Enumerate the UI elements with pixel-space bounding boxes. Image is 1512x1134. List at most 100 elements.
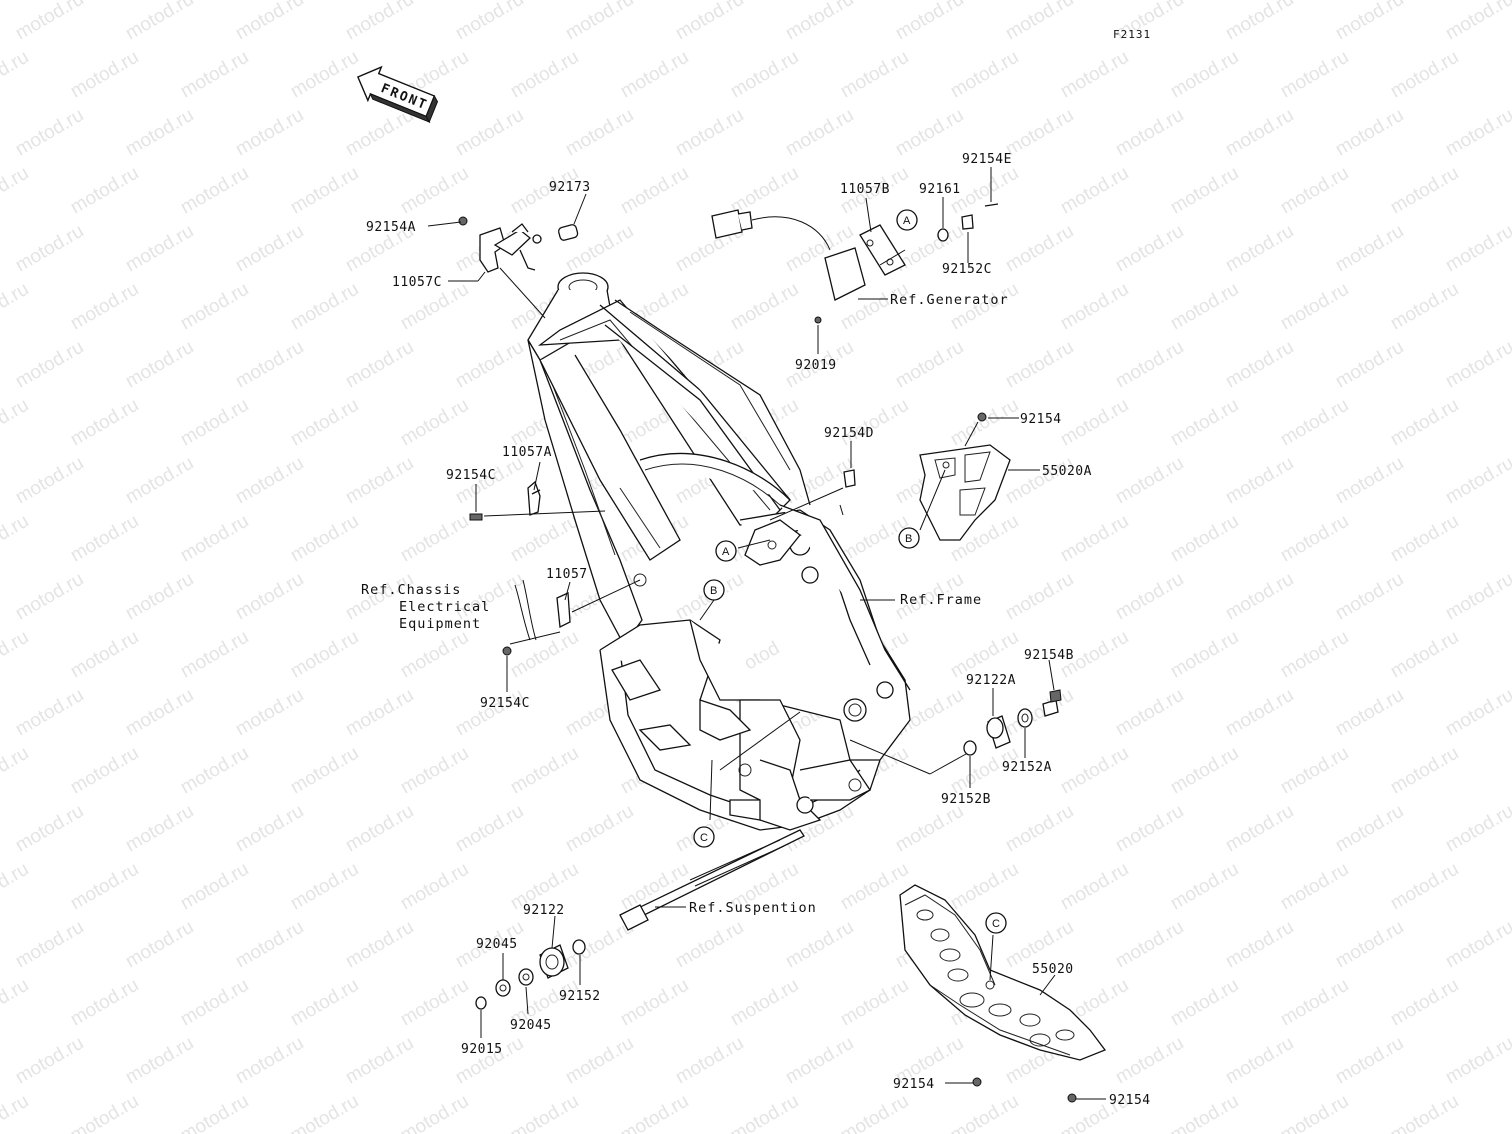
watermark-text: motod.ru [342, 0, 417, 44]
watermark-text: motod.ru [177, 627, 252, 683]
watermark-text: motod.ru [122, 105, 197, 161]
reference-marker-c2: C [985, 912, 1007, 934]
watermark-text: motod.ru [1167, 975, 1242, 1031]
watermark-text: motod.ru [1057, 395, 1132, 451]
watermark-text: motod.ru [12, 1033, 87, 1089]
ref-frame: Ref.Frame [900, 592, 982, 608]
watermark-text: motod.ru [232, 105, 307, 161]
watermark-text: motod.ru [1167, 47, 1242, 103]
callout-92152a: 92152A [1002, 760, 1052, 775]
watermark-text: motod.ru [67, 743, 142, 799]
svg-text:B: B [710, 585, 717, 597]
watermark-text: motod.ru [12, 685, 87, 741]
watermark-text: motod.ru [67, 395, 142, 451]
watermark-text: motod.ru [1222, 105, 1297, 161]
watermark-text: motod.ru [1277, 743, 1352, 799]
bolt-92154d [843, 469, 856, 488]
watermark-text: motod.ru [397, 743, 472, 799]
clamp-11057a [469, 480, 541, 521]
watermark-text: motod.ru [1387, 859, 1462, 915]
watermark-text: motod.ru [232, 685, 307, 741]
watermark-text: motod.ru [837, 975, 912, 1031]
watermark-text: motod.ru [67, 627, 142, 683]
watermark-text: motod.ru [12, 221, 87, 277]
watermark-text: motod.ru [0, 163, 32, 219]
watermark-text: motod.ru [1277, 395, 1352, 451]
watermark-text: motod.ru [1002, 0, 1077, 44]
watermark-text: motod.ru [0, 511, 32, 567]
watermark-text: motod.ru [0, 627, 32, 683]
watermark-text: motod.ru [232, 0, 307, 44]
watermark-text: motod.ru [1442, 221, 1512, 277]
watermark-text: motod.ru [1002, 105, 1077, 161]
watermark-text: motod.ru [1332, 569, 1407, 625]
watermark-text: motod.ru [672, 1033, 747, 1089]
front-arrow-icon: FRONT [356, 65, 439, 124]
watermark-text: motod.ru [12, 105, 87, 161]
callout-92045-top: 92045 [476, 937, 518, 952]
watermark-text: motod.ru [947, 395, 1022, 451]
watermark-text: motod.ru [672, 0, 747, 44]
ref-chassis-line2: Electrical [399, 599, 490, 615]
watermark-text: motod.ru [397, 511, 472, 567]
watermark-text: motod.ru [1332, 801, 1407, 857]
watermark-text: motod.ru [1002, 337, 1077, 393]
watermark-text: motod.ru [0, 395, 32, 451]
watermark-text: motod.ru [287, 859, 362, 915]
watermark-text: motod.ru [177, 511, 252, 567]
callout-92122a: 92122A [966, 673, 1016, 688]
watermark-text: motod.ru [1112, 453, 1187, 509]
watermark-text: motod.ru [1112, 685, 1187, 741]
watermark-text: motod.ru [397, 1091, 472, 1134]
watermark-text: motod.ru [507, 743, 582, 799]
watermark-text: motod.ru [1057, 279, 1132, 335]
watermark-text: motod.ru [452, 801, 527, 857]
watermark-text: motod.ru [1222, 1033, 1297, 1089]
watermark-text: motod.ru [1002, 801, 1077, 857]
watermark-text: motod.ru [1112, 1033, 1187, 1089]
watermark-text: motod.ru [1112, 105, 1187, 161]
watermark-text: motod.ru [1167, 743, 1242, 799]
watermark-text: motod.ru [452, 685, 527, 741]
callout-92173: 92173 [549, 180, 591, 195]
watermark-text: motod.ru [947, 859, 1022, 915]
watermark-text: motod.ru [232, 801, 307, 857]
callout-92154c-bottom: 92154C [480, 696, 530, 711]
watermark-text: motod.ru [452, 1033, 527, 1089]
watermark-text: motod.ru [1222, 337, 1297, 393]
watermark-text: motod.ru [1332, 0, 1407, 44]
watermark-text: motod.ru [562, 801, 637, 857]
watermark-text: motod.ru [287, 743, 362, 799]
watermark-text: motod.ru [1387, 511, 1462, 567]
chain-guide-55020a [919, 412, 1011, 541]
callout-92154-top: 92154 [1020, 412, 1062, 427]
watermark-text: motod.ru [1277, 511, 1352, 567]
watermark-text: motod.ru [1277, 163, 1352, 219]
callout-92154d: 92154D [824, 426, 874, 441]
watermark-text: motod.ru [287, 627, 362, 683]
watermark-text: motod.ru [782, 1033, 857, 1089]
watermark-text: motod.ru [397, 859, 472, 915]
callout-92045-bottom: 92045 [510, 1018, 552, 1033]
watermark-text: motod.ru [727, 975, 802, 1031]
watermark-text: motod.ru [287, 975, 362, 1031]
watermark-text: motod.ru [0, 743, 32, 799]
watermark-text: motod.ru [1222, 453, 1297, 509]
watermark-text: motod.ru [397, 163, 472, 219]
reference-marker-b1: B [898, 527, 920, 549]
watermark-text: motod.ru [562, 0, 637, 44]
watermark-text: motod.ru [1057, 743, 1132, 799]
watermark-text: motod.ru [1442, 801, 1512, 857]
watermark-text: motod.ru [232, 1033, 307, 1089]
watermark-text: motod.ru [617, 47, 692, 103]
pivot-shaft [619, 829, 805, 931]
ref-suspension: Ref.Suspention [689, 900, 817, 916]
watermark-text: motod.ru [1112, 569, 1187, 625]
watermark-text: motod.ru [1387, 279, 1462, 335]
frame-illustration [527, 272, 911, 831]
watermark-text: motod.ru [287, 395, 362, 451]
watermark-text: motod.ru [397, 975, 472, 1031]
watermark-text: motod.ru [1112, 221, 1187, 277]
watermark-text: motod.ru [0, 859, 32, 915]
watermark-text: motod.ru [122, 1033, 197, 1089]
